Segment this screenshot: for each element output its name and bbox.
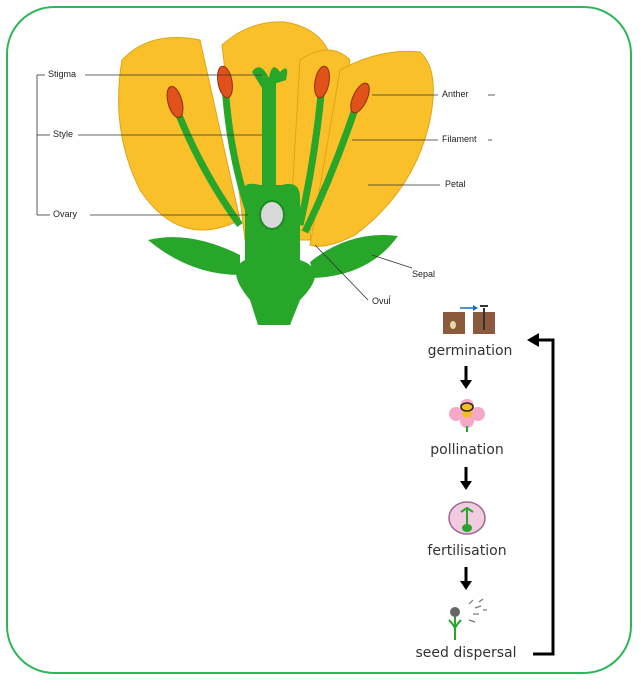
germination-icon bbox=[440, 300, 500, 338]
label-filament: Filament bbox=[442, 134, 477, 144]
ovule bbox=[260, 201, 284, 229]
dandelion-icon bbox=[445, 598, 491, 642]
sepal-left bbox=[148, 237, 240, 275]
step-pollination: pollination bbox=[397, 442, 537, 458]
label-sepal: Sepal bbox=[412, 269, 435, 279]
step-seed-dispersal: seed dispersal bbox=[396, 645, 536, 661]
label-style: Style bbox=[53, 129, 73, 139]
arrow-down-2 bbox=[459, 467, 473, 491]
label-petal: Petal bbox=[445, 179, 466, 189]
label-ovule: Ovuĺ bbox=[372, 296, 391, 306]
cycle-return-arrow bbox=[525, 328, 565, 660]
arrow-down-3 bbox=[459, 567, 473, 591]
style bbox=[262, 80, 276, 200]
arrow-down-1 bbox=[459, 366, 473, 390]
label-ovary: Ovary bbox=[53, 209, 77, 219]
label-anther: Anther bbox=[442, 89, 469, 99]
bee-on-flower-icon bbox=[448, 396, 486, 432]
label-stigma: Stigma bbox=[48, 69, 76, 79]
step-fertilisation: fertilisation bbox=[397, 543, 537, 559]
fertilised-flower-icon bbox=[446, 498, 488, 538]
step-germination: germination bbox=[400, 343, 540, 359]
